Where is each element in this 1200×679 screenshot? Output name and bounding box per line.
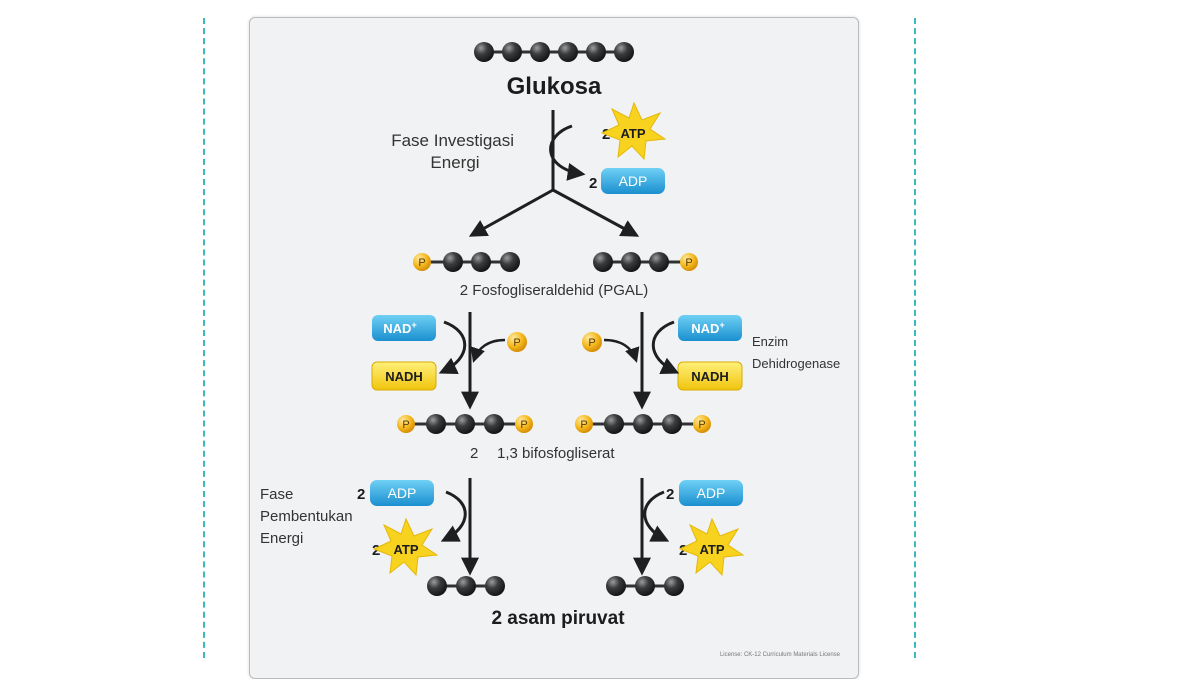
adp-curve-right bbox=[643, 490, 670, 542]
coef-adp-left: 2 bbox=[357, 486, 365, 503]
adp-label-right: ADP bbox=[697, 485, 726, 501]
nadh-box-left bbox=[371, 361, 437, 391]
left-guide-line bbox=[203, 18, 205, 658]
phosphate-label: P bbox=[685, 257, 692, 269]
pyruvate-molecule-left bbox=[427, 576, 505, 596]
adp-pill-right bbox=[679, 480, 743, 506]
pgal-molecule-right: P bbox=[593, 252, 698, 272]
nad-label-left: NAD+ bbox=[383, 320, 416, 336]
nad-curve-right bbox=[651, 320, 680, 375]
coef-adp-right: 2 bbox=[666, 486, 674, 503]
bpg-label: 1,3 bifosfogliserat bbox=[497, 445, 615, 462]
atp-label-top: ATP bbox=[620, 126, 645, 141]
phosphate-curve-left bbox=[470, 338, 506, 363]
coef-adp-top: 2 bbox=[589, 175, 597, 192]
phosphate-input-right: P bbox=[582, 332, 602, 352]
nadh-label-right: NADH bbox=[691, 369, 729, 384]
nadh-box-right bbox=[677, 361, 743, 391]
adp-pill-left bbox=[370, 480, 434, 506]
phosphate-label: P bbox=[698, 419, 705, 431]
nadh-label-left: NADH bbox=[385, 369, 423, 384]
phosphate-curve-right bbox=[603, 338, 640, 363]
glycolysis-card: Glukosa Fase Investigasi Energi 2 ATP 2 … bbox=[249, 17, 859, 679]
phase-investment-label: Fase Investigasi Energi bbox=[391, 131, 519, 172]
adp-pill-top bbox=[601, 168, 665, 194]
atp-star-right-icon bbox=[678, 517, 745, 577]
nad-pill-right bbox=[678, 315, 742, 341]
right-guide-line bbox=[914, 18, 916, 658]
license-text: License: CK-12 Curriculum Materials Lice… bbox=[720, 652, 841, 658]
atp-star-icon bbox=[600, 101, 667, 161]
coef-atp-left: 2 bbox=[372, 542, 380, 559]
adp-curve-left bbox=[440, 490, 467, 542]
phosphate-input-left: P bbox=[507, 332, 527, 352]
glucose-molecule bbox=[474, 42, 634, 62]
nad-pill-left bbox=[372, 315, 436, 341]
nad-curve-left bbox=[438, 320, 467, 375]
phase-payoff-label: Fase Pembentukan Energi bbox=[260, 486, 357, 547]
phosphate-label: P bbox=[402, 419, 409, 431]
phosphate-label: P bbox=[513, 337, 520, 349]
atp-label-left: ATP bbox=[393, 542, 418, 557]
atp-label-right: ATP bbox=[699, 542, 724, 557]
title-glukosa: Glukosa bbox=[507, 73, 602, 100]
bpg-count: 2 bbox=[470, 445, 478, 462]
atp-to-adp-curve bbox=[549, 124, 586, 181]
phosphate-label: P bbox=[520, 419, 527, 431]
adp-label-top: ADP bbox=[619, 173, 648, 189]
bpg-molecule-right: P P bbox=[575, 414, 711, 434]
pyruvate-label: 2 asam piruvat bbox=[491, 608, 625, 629]
nad-label-right: NAD+ bbox=[691, 320, 724, 336]
atp-star-left-icon bbox=[372, 517, 439, 577]
phosphate-label: P bbox=[580, 419, 587, 431]
pgal-molecule-left: P bbox=[413, 252, 520, 272]
bpg-molecule-left: P P bbox=[397, 414, 533, 434]
pgal-label: 2 Fosfogliseraldehid (PGAL) bbox=[460, 282, 648, 299]
phosphate-label: P bbox=[418, 257, 425, 269]
split-arrow-left bbox=[468, 188, 554, 237]
split-arrow-right bbox=[552, 188, 640, 237]
pyruvate-molecule-right bbox=[606, 576, 684, 596]
phosphate-label: P bbox=[588, 337, 595, 349]
adp-label-left: ADP bbox=[388, 485, 417, 501]
glycolysis-diagram: Glukosa Fase Investigasi Energi 2 ATP 2 … bbox=[260, 42, 841, 658]
enzyme-label: Enzim Dehidrogenase bbox=[752, 334, 840, 371]
